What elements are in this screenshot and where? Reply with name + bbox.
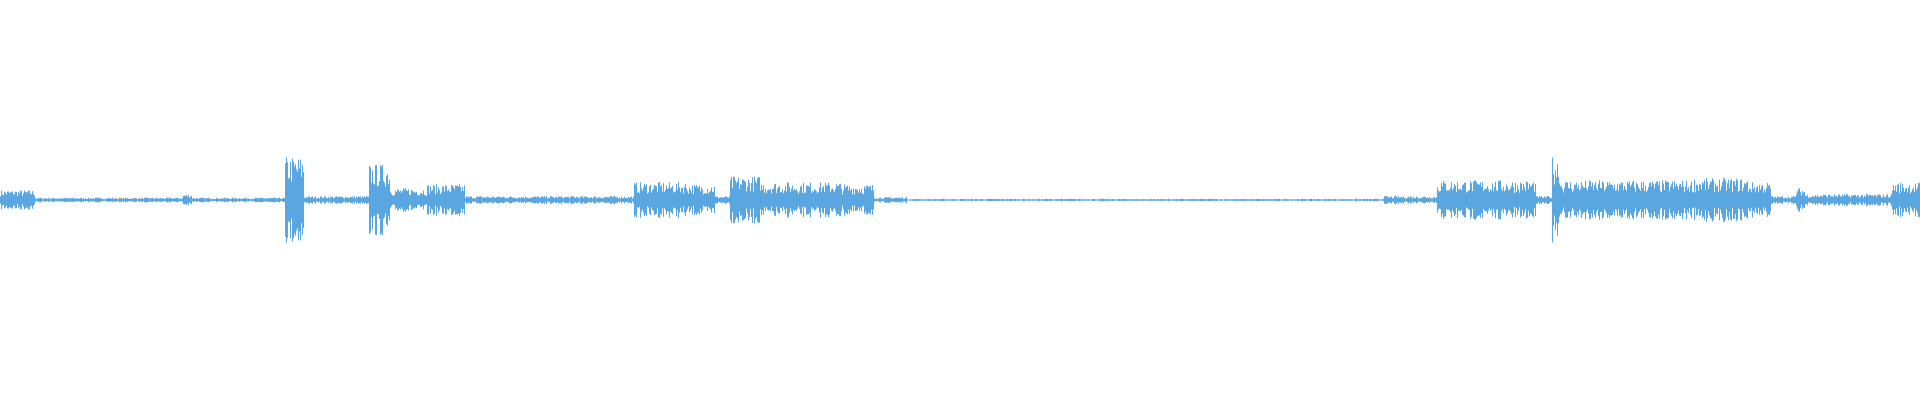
waveform-peak-path — [0, 157, 1920, 243]
waveform-peaks — [0, 157, 1920, 243]
